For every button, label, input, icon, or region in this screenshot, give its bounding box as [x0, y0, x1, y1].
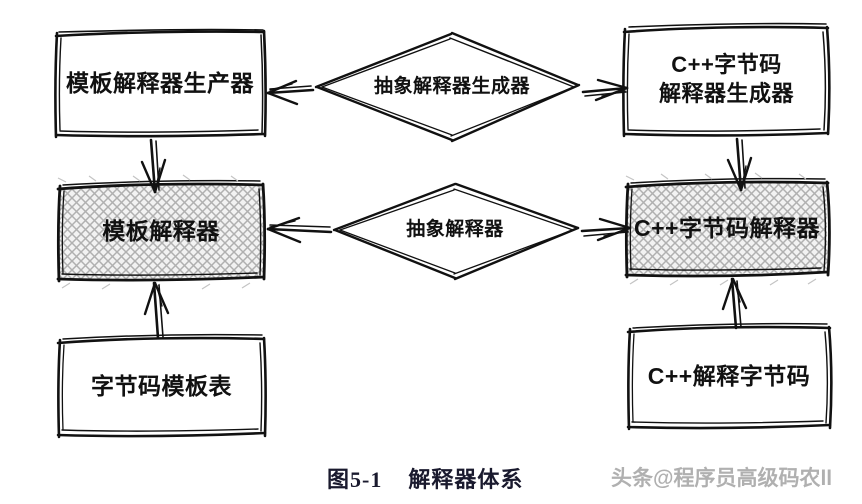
node-cpp-bytecode-interpreter-generator[interactable]	[622, 22, 831, 138]
edge-template-table-to-template-interpreter	[143, 281, 170, 340]
node-template-interpreter-producer[interactable]	[54, 28, 267, 139]
edge-abstract-interpreter-to-cpp-interpreter	[580, 217, 632, 242]
edge-generator-to-template-producer	[266, 79, 315, 106]
edge-template-producer-to-template-interpreter	[140, 138, 167, 194]
node-template-interpreter[interactable]	[56, 174, 267, 290]
node-bytecode-template-table[interactable]	[56, 333, 267, 439]
watermark-text: 头条@程序员高级码农ll	[611, 467, 833, 490]
edge-abstract-interpreter-to-template-interpreter	[266, 216, 333, 244]
node-abstract-interpreter[interactable]	[332, 182, 580, 281]
figure-caption: 图5-1 解释器体系	[327, 467, 524, 492]
edge-cpp-generator-to-cpp-interpreter	[726, 137, 753, 192]
node-cpp-interpret-bytecode[interactable]	[626, 322, 833, 431]
edge-generator-to-cpp-generator	[581, 78, 629, 102]
edge-cpp-bytecode-to-cpp-interpreter	[721, 277, 748, 330]
node-abstract-interpreter-generator[interactable]	[314, 31, 581, 143]
node-cpp-bytecode-interpreter[interactable]	[624, 172, 831, 286]
